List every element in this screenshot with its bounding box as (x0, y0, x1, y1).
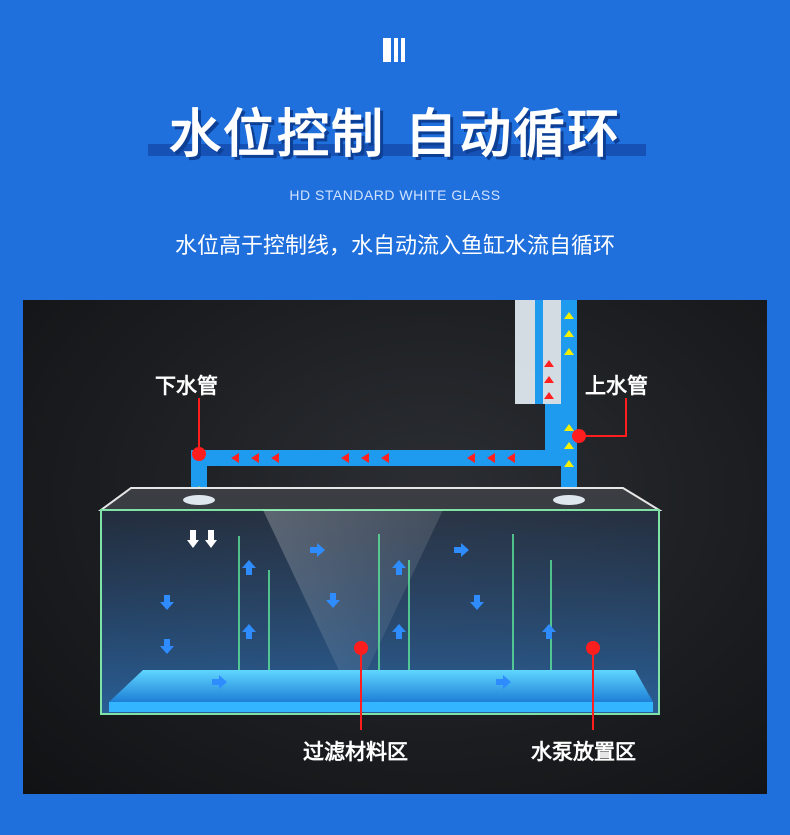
marker-down-pipe (192, 447, 206, 461)
water-bed (109, 670, 653, 702)
label-up-pipe: 上水管 (585, 374, 648, 398)
subtitle-chinese: 水位高于控制线，水自动流入鱼缸水流自循环 (174, 234, 615, 259)
top-mark-icon (383, 38, 405, 62)
page-title: 水位控制 自动循环 (168, 105, 622, 165)
label-filter-zone: 过滤材料区 (303, 740, 408, 764)
subtitle-english: HD STANDARD WHITE GLASS (289, 187, 501, 203)
label-down-pipe: 下水管 (155, 374, 218, 398)
diagram-panel: 下水管 上水管 过滤材料区 水泵放置区 (23, 300, 767, 794)
marker-pump-zone (586, 641, 600, 655)
label-pump-zone: 水泵放置区 (531, 740, 636, 764)
horizontal-pipe (191, 450, 561, 466)
aquarium-diagram (97, 300, 663, 730)
marker-up-pipe (572, 429, 586, 443)
marker-filter-zone (354, 641, 368, 655)
up-pipe (561, 300, 577, 500)
title-underline (148, 144, 646, 156)
title-block: 水位控制 自动循环 (0, 92, 790, 165)
